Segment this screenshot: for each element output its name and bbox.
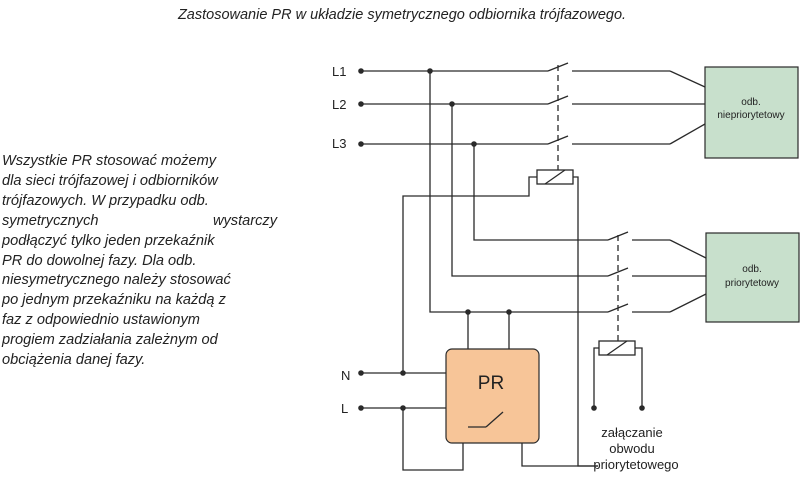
description-line: po jednym przekaźniku na każdą z [2, 292, 226, 309]
diagram-title: Zastosowanie PR w układzie symetrycznego… [177, 7, 627, 23]
coil-slash [606, 340, 628, 356]
terminal-dot [591, 405, 597, 411]
priority-load-label: odb. [742, 264, 761, 275]
main-contactor-contacts [547, 62, 670, 170]
description-line: podłączyć tylko jeden przekaźnik [2, 232, 215, 249]
terminal-label-l1: L1 [332, 64, 346, 79]
non-priority-load-label: odb. [741, 97, 760, 108]
terminal-label-l3: L3 [332, 136, 346, 151]
description-line: PR do dowolnej fazy. Dla odb. [2, 252, 197, 269]
priority-circuit-caption: obwodu [609, 441, 655, 456]
terminal-label-l: L [341, 401, 348, 416]
priority-contactor-contacts [607, 231, 670, 341]
non-priority-load-label: niepriorytetowy [717, 110, 784, 121]
priority-coil-wiring [593, 347, 643, 408]
priority-branch-wires [429, 71, 608, 313]
description-line: symetrycznych wystarczy [2, 212, 277, 229]
description-line: Wszystkie PR stosować możemy [2, 153, 217, 169]
description-text: Wszystkie PR stosować możemy dla sieci t… [2, 152, 277, 371]
coil-slash [544, 169, 566, 185]
priority-load-box [705, 232, 800, 323]
junction-dots [358, 68, 512, 411]
pr-relay-label: PR [478, 373, 504, 394]
pr-relay-contact [468, 411, 504, 428]
description-line: progiem zadziałania zależnym od [2, 332, 218, 349]
priority-load-label: priorytetowy [725, 278, 779, 289]
terminal-label-l2: L2 [332, 97, 346, 112]
priority-circuit-caption: załączanie [601, 425, 662, 440]
priority-circuit-caption: priorytetowego [593, 457, 678, 472]
non-priority-feeders [669, 70, 706, 145]
description-line: trójfazowych. W przypadku odb. [2, 192, 209, 209]
supply-lines [361, 372, 446, 409]
description-line: dla sieci trójfazowej i odbiorników [2, 172, 218, 189]
priority-feeders [669, 239, 707, 313]
terminal-label-n: N [341, 368, 350, 383]
pr-relay-box [445, 348, 540, 444]
description-line: niesymetrycznego należy stosować [2, 272, 231, 289]
terminal-dot [639, 405, 645, 411]
non-priority-load-box [704, 66, 799, 159]
phase-lines [361, 70, 548, 145]
description-line: obciążenia danej fazy. [2, 352, 146, 369]
description-line: faz z odpowiednio ustawionym [2, 312, 200, 329]
